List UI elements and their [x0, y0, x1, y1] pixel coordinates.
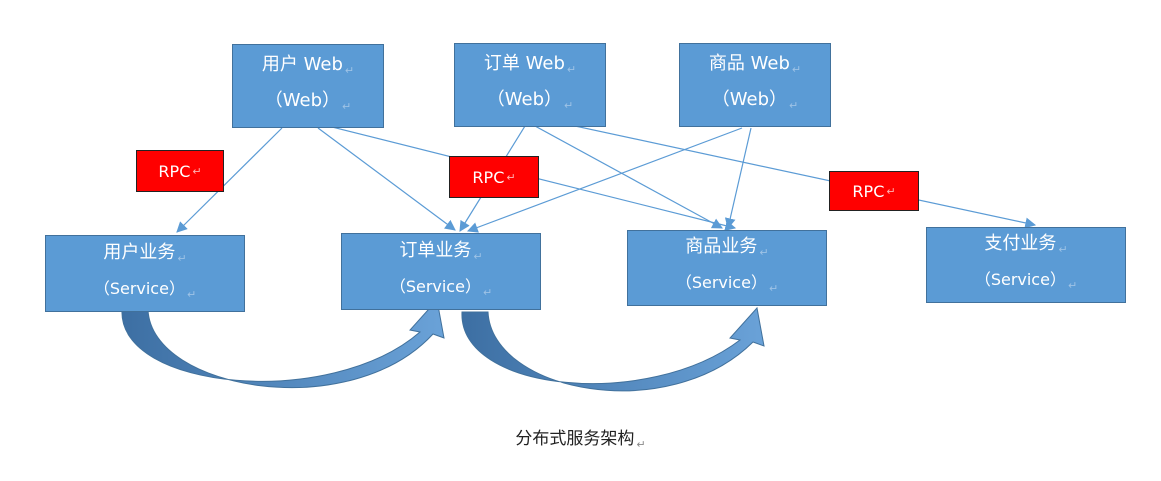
paragraph-mark-icon: ↵: [186, 287, 197, 301]
paragraph-mark-icon: ↵: [566, 63, 577, 76]
node-user-service-subtitle: （Service）: [93, 278, 185, 298]
node-pay-service-subtitle: （Service）: [974, 270, 1066, 289]
link-goods-web-to-order-service: [466, 127, 743, 233]
diagram-caption: 分布式服务架构↵: [0, 424, 1161, 451]
node-pay-service: 支付业务↵ （Service）↵: [926, 227, 1126, 303]
node-order-web-title: 订单 Web: [483, 53, 565, 74]
paragraph-mark-icon: ↵: [636, 438, 646, 451]
paragraph-mark-icon: ↵: [886, 184, 896, 198]
node-goods-web: 商品 Web↵ （Web）↵: [679, 43, 831, 127]
rpc-label-left: RPC↵: [136, 150, 224, 192]
paragraph-mark-icon: ↵: [473, 249, 483, 263]
paragraph-mark-icon: ↵: [1058, 243, 1068, 256]
node-pay-service-title: 支付业务: [984, 233, 1057, 254]
node-order-service-title: 订单业务: [399, 239, 472, 261]
node-order-service-subtitle: （Service）: [389, 276, 481, 296]
node-order-service: 订单业务↵ （Service）↵: [341, 233, 541, 310]
paragraph-mark-icon: ↵: [564, 99, 574, 112]
node-goods-service: 商品业务↵ （Service）↵: [627, 230, 827, 306]
paragraph-mark-icon: ↵: [342, 100, 352, 113]
node-user-service: 用户业务↵ （Service）↵: [45, 235, 245, 312]
paragraph-mark-icon: ↵: [482, 285, 493, 299]
node-user-service-title: 用户业务: [103, 241, 176, 263]
node-order-web: 订单 Web↵ （Web）↵: [454, 43, 606, 127]
node-user-web: 用户 Web↵ （Web）↵: [232, 44, 384, 128]
paragraph-mark-icon: ↵: [789, 99, 799, 112]
paragraph-mark-icon: ↵: [344, 64, 355, 77]
paragraph-mark-icon: ↵: [506, 170, 516, 184]
paragraph-mark-icon: ↵: [791, 63, 802, 76]
paragraph-mark-icon: ↵: [1067, 279, 1078, 292]
node-user-web-title: 用户 Web: [261, 54, 343, 75]
link-order-web-to-pay-service: [574, 125, 1037, 229]
node-order-web-subtitle: （Web）: [486, 89, 563, 110]
node-user-web-subtitle: （Web）: [264, 90, 341, 111]
paragraph-mark-icon: ↵: [759, 246, 769, 259]
rpc-label-right-text: RPC: [852, 181, 885, 201]
node-goods-web-title: 商品 Web: [708, 53, 790, 74]
curved-arrow-user-to-order: [121, 298, 445, 389]
rpc-label-middle: RPC↵: [449, 156, 539, 198]
node-goods-service-subtitle: （Service）: [675, 273, 767, 292]
rpc-label-left-text: RPC: [158, 161, 191, 181]
paragraph-mark-icon: ↵: [177, 251, 187, 265]
node-goods-service-title: 商品业务: [685, 236, 758, 257]
paragraph-mark-icon: ↵: [192, 164, 202, 178]
paragraph-mark-icon: ↵: [768, 282, 779, 295]
curved-arrow-order-to-goods: [461, 306, 765, 392]
link-goods-web-to-goods-service: [724, 127, 752, 230]
link-order-web-to-goods-service: [534, 125, 723, 229]
rpc-label-right: RPC↵: [829, 171, 919, 211]
rpc-label-middle-text: RPC: [472, 167, 505, 187]
link-user-web-to-order-service: [317, 127, 456, 231]
link-user-web-to-user-service: [176, 127, 283, 233]
node-goods-web-subtitle: （Web）: [711, 89, 788, 110]
diagram-caption-text: 分布式服务架构: [515, 429, 635, 449]
